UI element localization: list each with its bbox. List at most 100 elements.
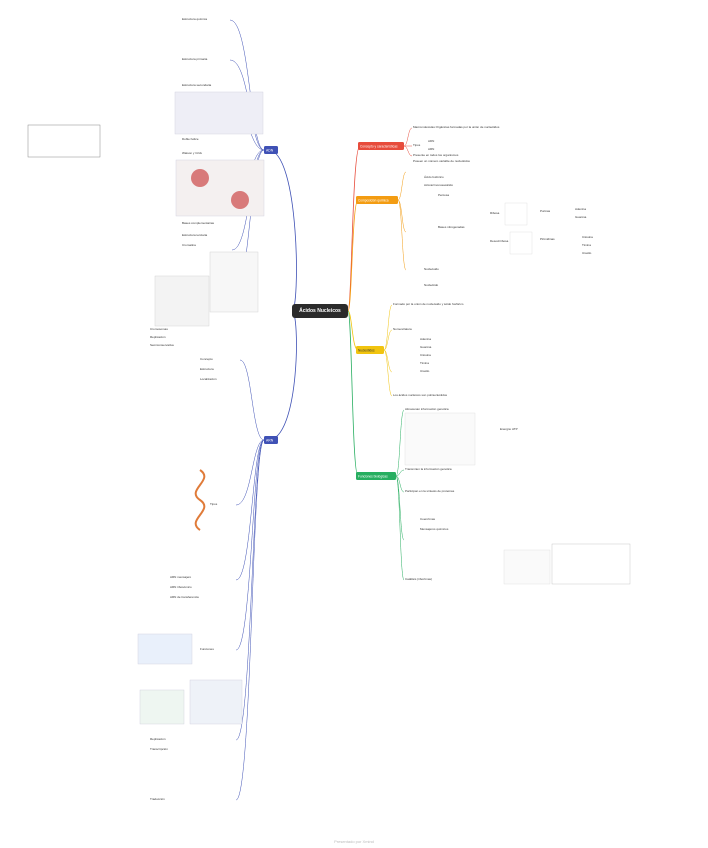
composicion-item-12: Uracilo [582, 251, 592, 255]
arn-item-9: Transcripción [150, 747, 168, 751]
arn-item-8: Replicación [150, 737, 166, 741]
composicion-item-4: Desoxirribosa [490, 239, 509, 243]
composicion-item-13: Nucleósido [424, 267, 439, 271]
composicion-item-14: Nucleótido [424, 283, 439, 287]
adn-item-3: Doble hélice [182, 137, 199, 141]
nucleotidos-item-1: Nomenclatura [393, 327, 412, 331]
composicion-item-8: Adenina [575, 207, 586, 211]
arn-item-1: Estructura [200, 367, 214, 371]
composicion-branch: Composición química Ácido fosfórico Azúc… [356, 171, 593, 287]
arn-leaves: Concepto Estructura Localización Tipos A… [150, 357, 218, 801]
ribozyme-image [503, 549, 551, 585]
adn-illustration-2 [175, 159, 265, 217]
arn-illustration-1 [137, 633, 193, 665]
nucleotidos-branch: Nucleótidos Formado por la unión de nucl… [356, 302, 464, 397]
nucleotidos-node[interactable] [356, 346, 384, 354]
nucleotidos-item-7: Los ácidos nucleicos son polinucleótidos [393, 393, 448, 397]
arn-item-6: ARN de transferencia [170, 595, 199, 599]
composicion-item-5: Bases nitrogenadas [438, 225, 465, 229]
arn-branch: ARN [137, 359, 278, 801]
funciones-item-1: Transmiten la información genética [405, 467, 452, 471]
conceptos-item-2: ADN [428, 139, 434, 143]
adn-item-6: Estructura terciaria [182, 233, 208, 237]
adn-item-1: Estructura primaria [182, 57, 208, 61]
composicion-item-7: Pirimidinas [540, 237, 555, 241]
adn-item-5: Bases complementarias [182, 221, 215, 225]
composicion-links [397, 171, 407, 271]
nucleotidos-label: Nucleótidos [358, 349, 375, 353]
nucleotidos-item-3: Guanina [420, 345, 432, 349]
composicion-item-11: Timina [582, 243, 591, 247]
funciones-item-2: Participan en la síntesis de proteínas [405, 489, 455, 493]
composicion-node[interactable] [356, 196, 398, 204]
root-node[interactable]: Ácidos Nucleicos [292, 304, 348, 318]
helix-illustration [154, 275, 210, 327]
ribose-image [504, 202, 528, 226]
arn-item-7: Funciones [200, 647, 214, 651]
link-adn [267, 149, 297, 312]
composicion-label: Composición química [358, 199, 389, 203]
ribosome-image-a [191, 169, 209, 187]
arn-item-0: Concepto [200, 357, 213, 361]
adn-branch: ADN [27, 19, 278, 327]
arn-item-10: Traducción [150, 797, 165, 801]
arn-branch-node[interactable] [264, 436, 278, 444]
adn-item-7: Cromatina [182, 243, 196, 247]
conceptos-item-0: Macromoléculas Orgánicas formadas por la… [413, 125, 500, 129]
adn-item-8: Cromosomas [150, 327, 168, 331]
dna-helix-image [194, 469, 206, 531]
nucleotidos-item-5: Timina [420, 361, 429, 365]
composicion-item-1: Azúcar/monosacárido [424, 183, 453, 187]
adn-item-10: Semiconservativa [150, 343, 174, 347]
funciones-item-3: Energía: ATP [500, 427, 518, 431]
conceptos-label: Concepto y características [360, 145, 398, 149]
composicion-item-3: Ribosa [490, 211, 500, 215]
link-funciones [347, 310, 359, 477]
link-nucleotidos [347, 310, 359, 351]
trna-illustration [209, 251, 259, 313]
nucleotidos-item-2: Adenina [420, 337, 431, 341]
funciones-item-6: Catálisis (ribozimas) [405, 577, 432, 581]
arn-item-2: Localización [200, 377, 217, 381]
adn-branch-node[interactable] [264, 146, 278, 154]
funciones-item-4: Coenzimas [420, 517, 436, 521]
adn-item-4: Watson y Crick [182, 151, 203, 155]
arn-branch-label: ARN [266, 439, 274, 443]
nucleotidos-item-6: Uracilo [420, 369, 430, 373]
link-composicion [347, 199, 359, 312]
atp-cycle-image [404, 412, 476, 466]
composicion-item-2: Pentosa [438, 193, 449, 197]
funciones-item-5: Mensajeros químicos [420, 527, 449, 531]
arn-illustration-3 [139, 689, 185, 725]
conceptos-node[interactable] [358, 142, 404, 150]
adn-item-2: Estructura secundaria [182, 83, 212, 87]
arn-illustration-2 [189, 679, 243, 725]
ribosome-image-b [231, 191, 249, 209]
nucleotidos-links [383, 304, 393, 397]
adn-leaves: Estructura química Estructura primaria E… [150, 17, 215, 347]
root-label: Ácidos Nucleicos [299, 308, 341, 314]
composicion-item-10: Citosina [582, 235, 593, 239]
funciones-node[interactable] [356, 472, 396, 480]
arn-sub-trunk [235, 359, 265, 801]
funciones-item-0: Almacenan información genética [405, 407, 449, 411]
arn-item-5: ARN ribosómico [170, 585, 192, 589]
arn-item-3: Tipos [210, 502, 218, 506]
composicion-item-9: Guanina [575, 215, 587, 219]
conceptos-item-4: Presente en todos los organismos [413, 153, 459, 157]
adn-item-9: Replicación [150, 335, 166, 339]
nucleotidos-item-0: Formado por la unión de nucleósido y áci… [393, 302, 464, 306]
adn-item-0: Estructura química [182, 17, 207, 21]
arn-item-4: ARN mensajero [170, 575, 192, 579]
chart-screenshot-image [551, 543, 631, 585]
funciones-links [395, 409, 405, 581]
conceptos-links [403, 127, 413, 157]
adn-branch-label: ADN [266, 149, 274, 153]
nucleotide-legend-box [27, 124, 101, 158]
funciones-branch: Funciones biológicas Almacenan informaci… [356, 407, 631, 585]
conceptos-item-1: Tipos [413, 143, 421, 147]
composicion-item-6: Purinas [540, 209, 551, 213]
deoxyribose-image [509, 231, 533, 255]
link-arn [267, 310, 297, 441]
